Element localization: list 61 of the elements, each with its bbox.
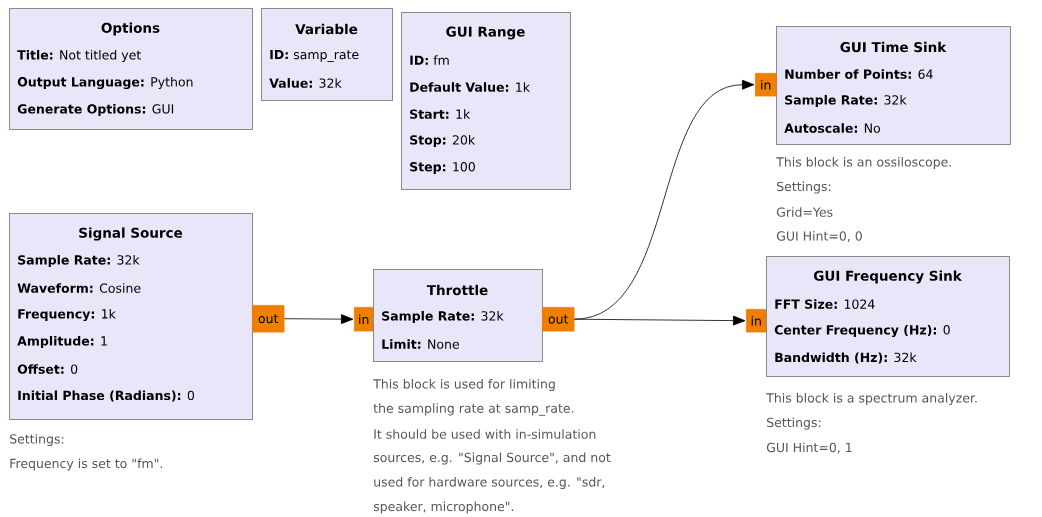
block-box: [766, 256, 1010, 377]
parameter-text: Sample Rate: 32k: [382, 310, 504, 324]
description-text: This block is a spectrum analyzer.: [766, 392, 977, 406]
block-box: [9, 8, 253, 130]
parameter-text: Autoscale: No: [784, 123, 880, 133]
description-text: speaker, microphone".: [373, 501, 514, 514]
block-box: [776, 26, 1011, 145]
parameter-text: Generate Options: GUI: [17, 103, 174, 117]
parameter-text: Sample Rate: 32k: [18, 254, 140, 268]
block-title: GUI Range: [446, 26, 525, 40]
parameter-text: Step: 100: [410, 162, 475, 174]
arrow: [574, 315, 746, 326]
description-text: This block is an ossiloscope.: [776, 156, 951, 170]
description-text: GUI Hint=0, 0: [776, 231, 862, 242]
port-box: out: [252, 305, 285, 333]
block-box: [9, 213, 253, 420]
parameter-text: Limit: None: [382, 339, 459, 349]
arrow: [574, 79, 755, 320]
parameter-text: Initial Phase (Radians): 0: [18, 390, 195, 402]
parameter-text: Start: 1k: [410, 109, 471, 119]
block-title: Options: [101, 22, 160, 36]
block-title: Throttle: [426, 284, 488, 296]
description-text: the sampling rate at samp_rate.: [373, 403, 574, 416]
description-text: It should be used with in-simulation: [374, 429, 596, 439]
parameter-text: Value: 32k: [269, 78, 342, 88]
block-box: [373, 269, 543, 362]
description-text: used for hardware sources, e.g. "sdr,: [374, 476, 605, 490]
description-text: sources, e.g. "Signal Source", and not: [373, 452, 611, 465]
parameter-text: FFT Size: 1024: [775, 299, 875, 309]
arrow: [284, 314, 354, 325]
description-text: This block is used for limiting: [373, 378, 555, 392]
parameter-text: Number of Points: 64: [785, 69, 933, 79]
parameter-text: Output Language: Python: [17, 76, 193, 90]
block-box: [261, 8, 393, 101]
parameter-text: Offset: 0: [17, 364, 78, 374]
parameter-text: Frequency: 1k: [18, 308, 116, 322]
parameter-text: Waveform: Cosine: [17, 283, 141, 293]
parameter-text: Center Frequency (Hz): 0: [774, 324, 950, 338]
description-text: Settings:: [767, 417, 821, 430]
block-box: [401, 12, 571, 190]
parameter-text: Default Value: 1k: [410, 82, 530, 92]
port-box: in: [746, 309, 767, 333]
parameter-text: ID: fm: [410, 55, 449, 65]
description-text: Frequency is set to "fm".: [10, 458, 162, 471]
description-text: Grid=Yes: [776, 207, 833, 217]
description-text: Settings:: [10, 433, 64, 447]
parameter-text: Sample Rate: 32k: [785, 94, 907, 108]
parameter-text: Amplitude: 1: [17, 335, 107, 349]
block-title: GUI Time Sink: [840, 41, 947, 53]
parameter-text: Stop: 20k: [410, 134, 476, 148]
port-box: in: [354, 307, 374, 332]
block-title: Signal Source: [79, 227, 183, 241]
block-title: GUI Frequency Sink: [813, 270, 962, 284]
port-box: out: [542, 307, 575, 332]
block-title: Variable: [295, 23, 358, 35]
parameter-text: Title: Not titled yet: [17, 49, 141, 63]
description-text: GUI Hint=0, 1: [766, 442, 852, 454]
parameter-text: Bandwidth (Hz): 32k: [775, 352, 917, 364]
description-text: Settings:: [777, 181, 831, 194]
parameter-text: ID: samp_rate: [270, 49, 359, 63]
port-box: in: [755, 73, 777, 97]
